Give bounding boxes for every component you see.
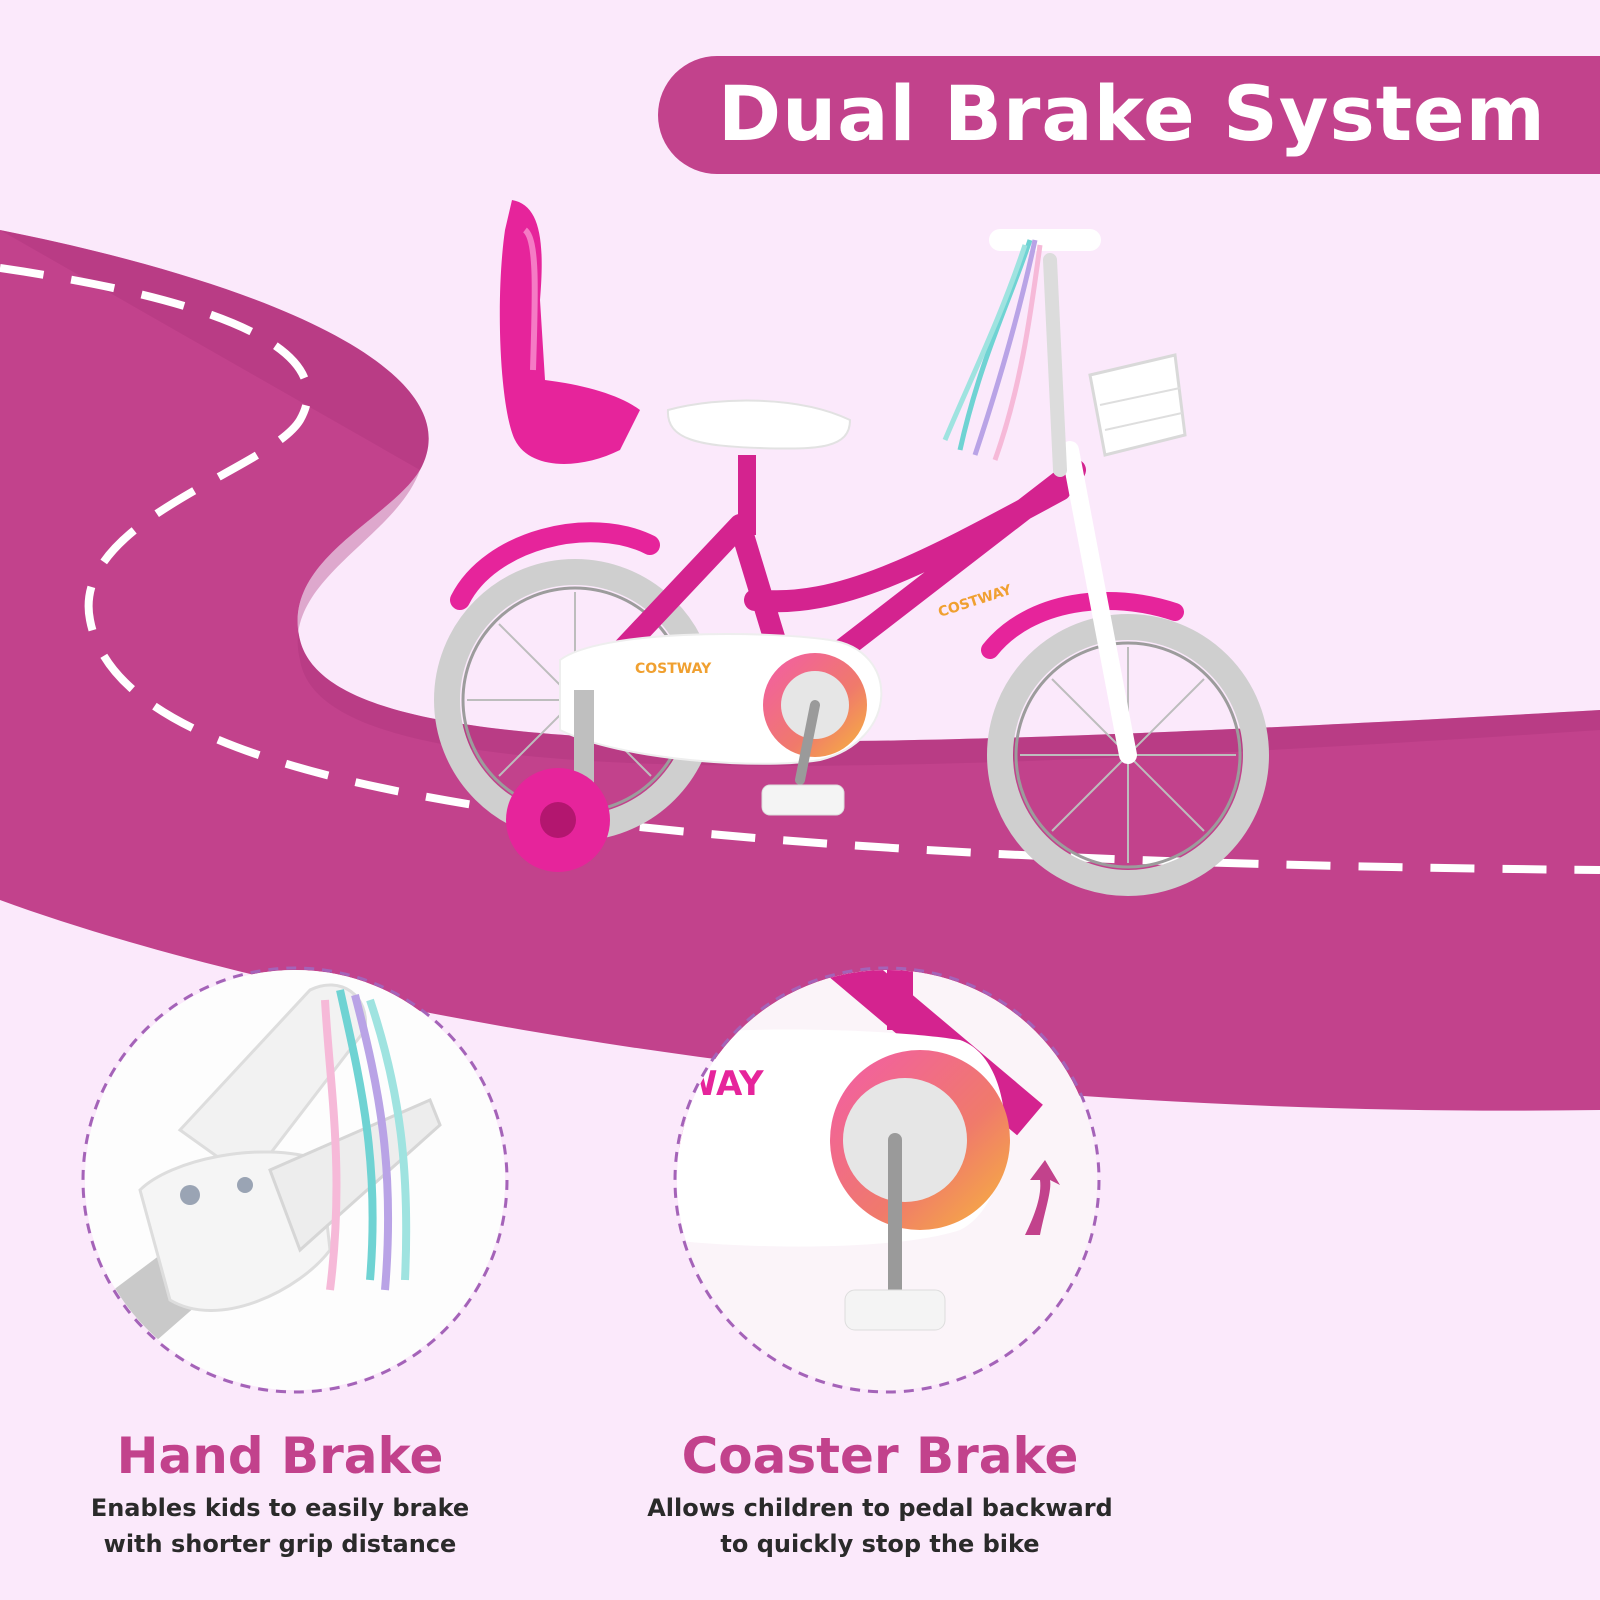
title-banner	[658, 56, 1600, 174]
chain-guard-brand: COSTWAY	[635, 661, 712, 677]
road-center-dashes	[0, 264, 1600, 874]
hand-brake-title: Hand Brake	[116, 1427, 444, 1485]
page-title: Dual Brake System	[718, 69, 1546, 158]
coaster-brake-title: Coaster Brake	[681, 1427, 1079, 1485]
hand-brake-closeup	[81, 966, 509, 1394]
closeup-brand-fragment: WAY	[680, 1064, 764, 1104]
frame-brand: COSTWAY	[936, 582, 1014, 621]
bike-illustration: COSTWAY COSTWAY	[434, 200, 1269, 896]
coaster-brake-closeup: WAY	[673, 966, 1101, 1394]
coaster-brake-description: Allows children to pedal backward to qui…	[647, 1494, 1113, 1558]
rotate-backward-arrow	[1025, 1160, 1060, 1235]
road	[0, 230, 1600, 1111]
hand-brake-description: Enables kids to easily brake with shorte…	[90, 1494, 470, 1558]
